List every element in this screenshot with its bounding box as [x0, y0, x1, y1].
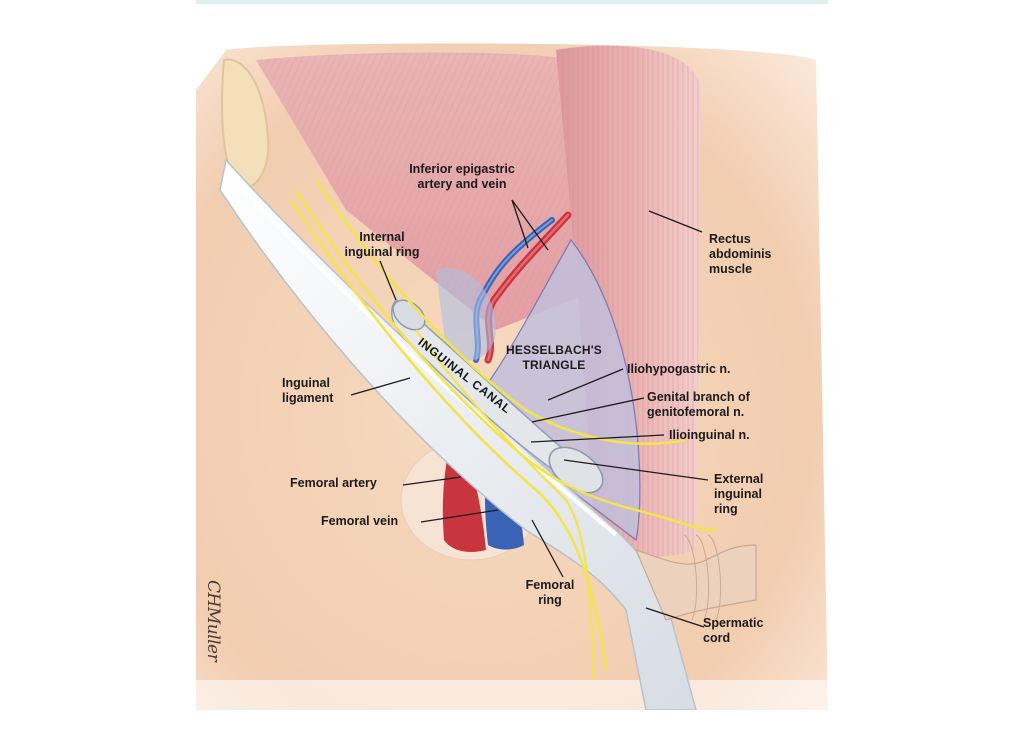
label-inguinal-ligament: Inguinal ligament — [282, 376, 334, 405]
label-ilioinguinal: Ilioinguinal n. — [669, 428, 750, 442]
label-genital-branch: Genital branch of genitofemoral n. — [647, 390, 750, 419]
iliohypogastric-nerve — [314, 179, 687, 445]
inguinal-ligament — [219, 158, 697, 710]
label-femoral-vein: Femoral vein — [321, 514, 399, 528]
label-femoral-ring: Femoral ring — [525, 578, 575, 607]
label-internal-inguinal-ring: Internal inguinal ring — [344, 230, 420, 259]
top-rule — [196, 0, 828, 4]
anatomy-illustration: INGUINAL CANAL CHMuller — [196, 30, 828, 710]
label-spermatic-cord: Spermatic cord — [703, 616, 764, 645]
label-rectus-abdominis: Rectus abdominis muscle — [709, 232, 772, 276]
spermatic-cord — [634, 544, 757, 621]
label-inferior-epigastric: Inferior epigastric artery and vein — [409, 162, 515, 191]
artist-signature: CHMuller — [203, 580, 223, 662]
label-hesselbach-triangle: HESSELBACH'S TRIANGLE — [506, 343, 602, 372]
iliac-spine — [221, 58, 270, 190]
internal-ring-marker — [392, 299, 426, 331]
label-external-inguinal-ring: External inguinal ring — [714, 472, 764, 516]
genital-branch-nerve — [294, 189, 717, 532]
ilioinguinal-nerve — [289, 199, 608, 671]
label-iliohypogastric: Iliohypogastric n. — [627, 362, 731, 376]
leader-lines — [350, 199, 709, 628]
label-femoral-artery: Femoral artery — [290, 476, 377, 490]
anatomy-drawing — [196, 43, 828, 710]
